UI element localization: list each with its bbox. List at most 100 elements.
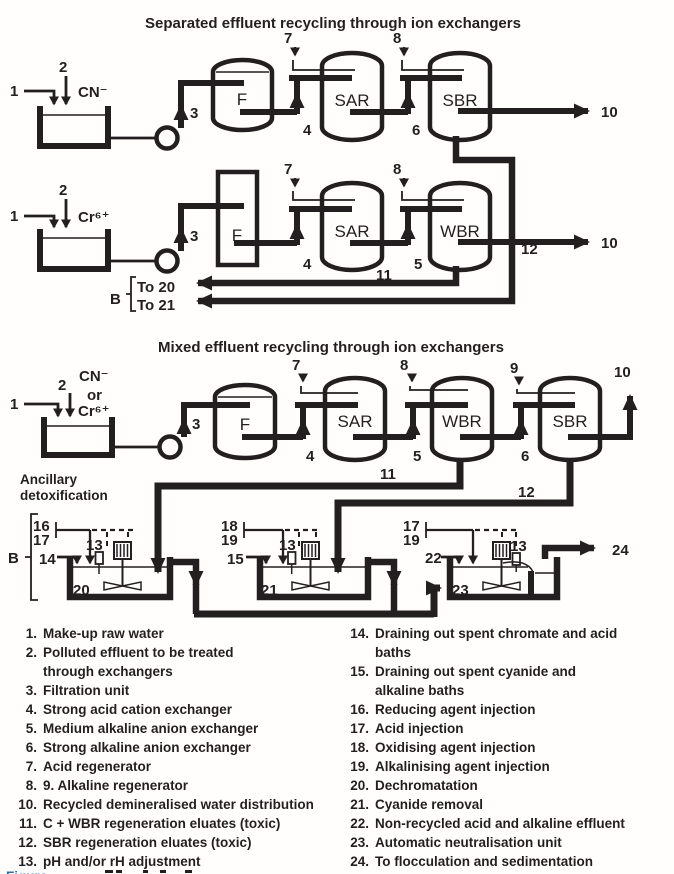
clipped-caption-marks <box>160 870 166 873</box>
legend-item-number: 18. <box>350 740 369 755</box>
label-sar-b: SAR <box>335 222 370 241</box>
clipped-caption-marks <box>105 870 113 873</box>
pipe-sar-to-wbr-3 <box>353 402 468 440</box>
label-8b: 8 <box>393 161 401 178</box>
label-m-or: or <box>87 387 102 404</box>
label-m-cr: Cr⁶⁺ <box>78 403 110 420</box>
label-m3: 3 <box>192 416 200 433</box>
drain-inlet-arrow <box>246 555 271 565</box>
stirrer-motor-icon <box>492 541 511 560</box>
label-b2: B <box>8 550 19 567</box>
label-m4: 4 <box>306 448 315 465</box>
label-6: 6 <box>412 122 420 139</box>
label-19b: 19 <box>403 532 420 549</box>
alkaline-inlet-4 <box>514 376 575 394</box>
label-8: 8 <box>393 30 401 47</box>
label-m-sbr: SBR <box>553 412 588 431</box>
label-21: 21 <box>261 582 278 599</box>
legend-item-number: 14. <box>350 626 369 641</box>
label-sar: SAR <box>335 91 370 110</box>
legend-item-text: Strong acid cation exchanger <box>43 702 233 717</box>
stirrer-motor-icon <box>113 541 132 560</box>
transfer-riser-arrow <box>426 580 442 617</box>
label-cr: Cr⁶⁺ <box>78 209 110 226</box>
label-18: 18 <box>221 518 238 535</box>
propeller-icon <box>103 581 142 591</box>
legend-item-text: Alkalinising agent injection <box>375 759 550 774</box>
filter-unit-rect <box>215 169 260 268</box>
label-23: 23 <box>452 582 469 599</box>
legend-item: 8. 9. Alkaline regenerator <box>6 776 336 795</box>
pump-icon <box>154 80 244 151</box>
legend-item-number: 21. <box>350 797 369 812</box>
legend-item-text: Filtration unit <box>43 683 130 698</box>
legend-item-text: through exchangers <box>43 664 173 679</box>
legend-item-number: 5. <box>25 721 37 736</box>
overflow-pipe <box>170 558 204 587</box>
label-m8: 8 <box>400 357 408 374</box>
legend-item-number: 7. <box>25 759 37 774</box>
legend-item: 12.SBR regeneration eluates (toxic) <box>6 833 336 852</box>
legend-item-text: 9. Alkaline regenerator <box>43 778 189 793</box>
eluate-line-12-mixed <box>330 458 574 574</box>
legend-item-number: 20. <box>350 778 369 793</box>
legend-item: 22.Non-recycled acid and alkaline efflue… <box>338 814 672 833</box>
cr-feed-tank <box>24 199 156 272</box>
ancillary-heading-2: detoxification <box>20 488 108 503</box>
label-11: 11 <box>376 267 392 284</box>
pipe-wbr-to-sbr <box>460 402 575 440</box>
label-to21: To 21 <box>137 297 175 314</box>
sar-vessel-2 <box>319 180 385 273</box>
label-m-filter: F <box>240 415 250 434</box>
mixed-diagram: Mixed effluent recycling through ion exc… <box>10 339 638 574</box>
stirrer-motor-icon <box>301 541 320 560</box>
legend-item-number: 6. <box>25 740 37 755</box>
clipped-caption-marks <box>116 870 122 873</box>
filter-vessel-3 <box>212 382 278 461</box>
pump-icon-2 <box>154 203 244 274</box>
sbr-vessel-3 <box>537 375 603 463</box>
legend-item: 24.To flocculation and sedimentation <box>338 852 672 871</box>
legend-item: 20. Dechromatation <box>338 776 672 795</box>
alkaline-regenerant-inlet <box>399 47 464 71</box>
legend-item: 18. Oxidising agent injection <box>338 738 672 757</box>
legend-item-number: 8. <box>25 778 37 793</box>
legend-item-text: Cyanide removal <box>375 797 484 812</box>
legend-item-text: Oxidising agent injection <box>375 740 536 755</box>
label-14: 14 <box>39 551 56 568</box>
legend-item-text: Draining out spent cyanide and <box>375 664 577 679</box>
label-15: 15 <box>227 551 244 568</box>
legend-item-text: Non-recycled acid and alkaline effluent <box>375 816 625 831</box>
legend-item-number: 13. <box>18 854 37 869</box>
label-m12: 12 <box>518 484 535 501</box>
label-cn: CN⁻ <box>78 84 108 101</box>
overflow-pipe <box>368 558 402 587</box>
legend-item-text: Make-up raw water <box>43 626 164 641</box>
cn-feed-tank <box>24 76 156 149</box>
label-4: 4 <box>303 122 312 139</box>
legend-item-number <box>6 662 37 681</box>
legend-item-number: 11. <box>18 816 37 831</box>
legend-item-number: 10. <box>18 797 37 812</box>
outlet-24-arrow <box>541 540 596 559</box>
label-12: 12 <box>521 241 538 258</box>
label-m9: 9 <box>510 360 518 377</box>
neutralisation-tank <box>425 522 596 601</box>
legend-item: 19.Alkalinising agent injection <box>338 757 672 776</box>
label-to20: To 20 <box>137 279 175 296</box>
legend-item: 15.Draining out spent cyanide and <box>338 662 672 681</box>
label-10b: 10 <box>601 235 618 252</box>
legend-item-number: 24. <box>350 854 369 869</box>
legend-item: 2.Polluted effluent to be treated <box>6 643 336 662</box>
legend-item: 10.Recycled demineralised water distribu… <box>6 795 336 814</box>
label-5: 5 <box>414 256 422 273</box>
legend-item: 17.Acid injection <box>338 719 672 738</box>
legend-item-text: Dechromatation <box>375 778 478 793</box>
acid-inlet-3 <box>298 373 358 394</box>
label-filter: F <box>237 90 247 109</box>
label-10: 10 <box>601 104 618 121</box>
legend-item: 13.pH and/or rH adjustment <box>6 852 336 871</box>
tank-outline <box>256 557 372 601</box>
recycled-water-up-arrow <box>568 394 638 440</box>
legend-item: 11.C + WBR regeneration eluates (toxic) <box>6 814 336 833</box>
